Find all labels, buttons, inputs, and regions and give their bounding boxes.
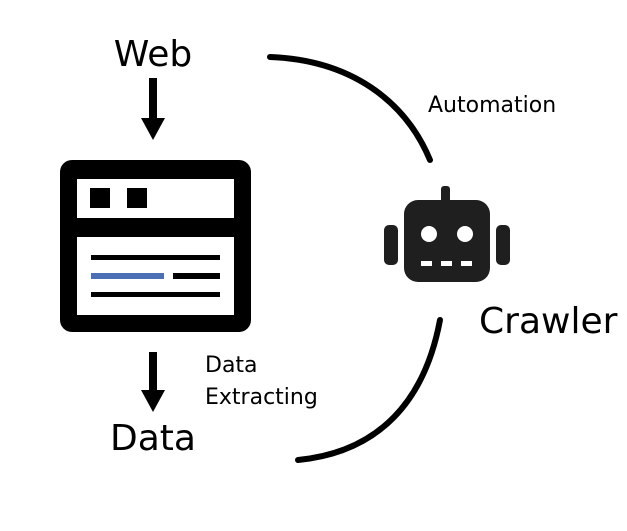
robot-icon xyxy=(384,186,510,282)
data-extracting-label-line1: Data xyxy=(205,353,258,378)
automation-label: Automation xyxy=(428,93,556,118)
crawler-label: Crawler xyxy=(479,301,618,342)
arrow-down-icon xyxy=(141,78,165,140)
data-arc xyxy=(295,317,443,463)
automation-arc xyxy=(267,54,433,163)
highlight-line xyxy=(91,273,164,279)
data-label: Data xyxy=(110,418,196,459)
browser-window-icon xyxy=(60,160,251,332)
data-extracting-label-line2: Extracting xyxy=(205,385,318,410)
web-label: Web xyxy=(114,34,193,75)
arrow-down-icon xyxy=(141,352,165,412)
